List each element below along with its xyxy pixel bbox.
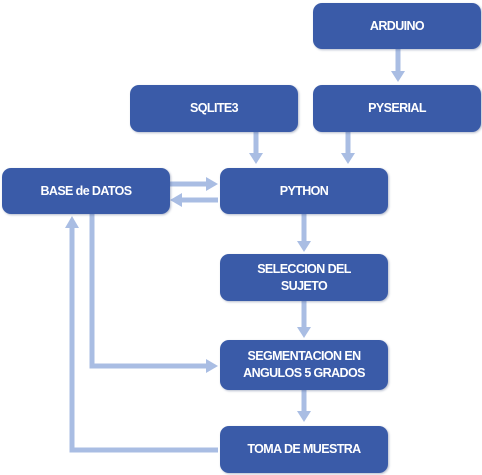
- edge-python-seleccion: [297, 214, 311, 252]
- node-sqlite3-label: SQLITE3: [190, 101, 239, 115]
- edge-seleccion-segmentacion: [297, 301, 311, 338]
- edge-pyserial-python: [341, 132, 355, 164]
- node-segmentacion: SEGMENTACION EN ANGULOS 5 GRADOS: [220, 340, 388, 390]
- node-toma-de-muestra: TOMA DE MUESTRA: [220, 426, 388, 473]
- edge-basedatos-python: [170, 177, 218, 191]
- node-arduino: ARDUINO: [313, 3, 481, 49]
- node-toma-de-muestra-label: TOMA DE MUESTRA: [247, 442, 361, 456]
- edge-python-basedatos: [170, 193, 218, 207]
- node-seleccion-label: SELECCION DEL SUJETO: [257, 261, 351, 293]
- edge-sqlite3-python: [249, 132, 263, 164]
- node-base-de-datos: BASE de DATOS: [2, 168, 170, 214]
- edge-segmentacion-toma: [297, 390, 311, 422]
- edge-toma-basedatos: [65, 216, 218, 453]
- node-sqlite3: SQLITE3: [130, 85, 298, 132]
- node-segmentacion-label: SEGMENTACION EN ANGULOS 5 GRADOS: [243, 349, 365, 380]
- node-pyserial: PYSERIAL: [313, 85, 481, 132]
- node-base-de-datos-label: BASE de DATOS: [40, 183, 132, 198]
- node-arduino-label: ARDUINO: [369, 18, 425, 33]
- edge-basedatos-segmentacion: [89, 214, 218, 373]
- node-python: PYTHON: [220, 168, 388, 214]
- node-python-label: PYTHON: [279, 183, 329, 198]
- edge-arduino-pyserial: [391, 49, 405, 82]
- node-seleccion: SELECCION DEL SUJETO: [220, 254, 388, 301]
- node-pyserial-label: PYSERIAL: [368, 101, 426, 115]
